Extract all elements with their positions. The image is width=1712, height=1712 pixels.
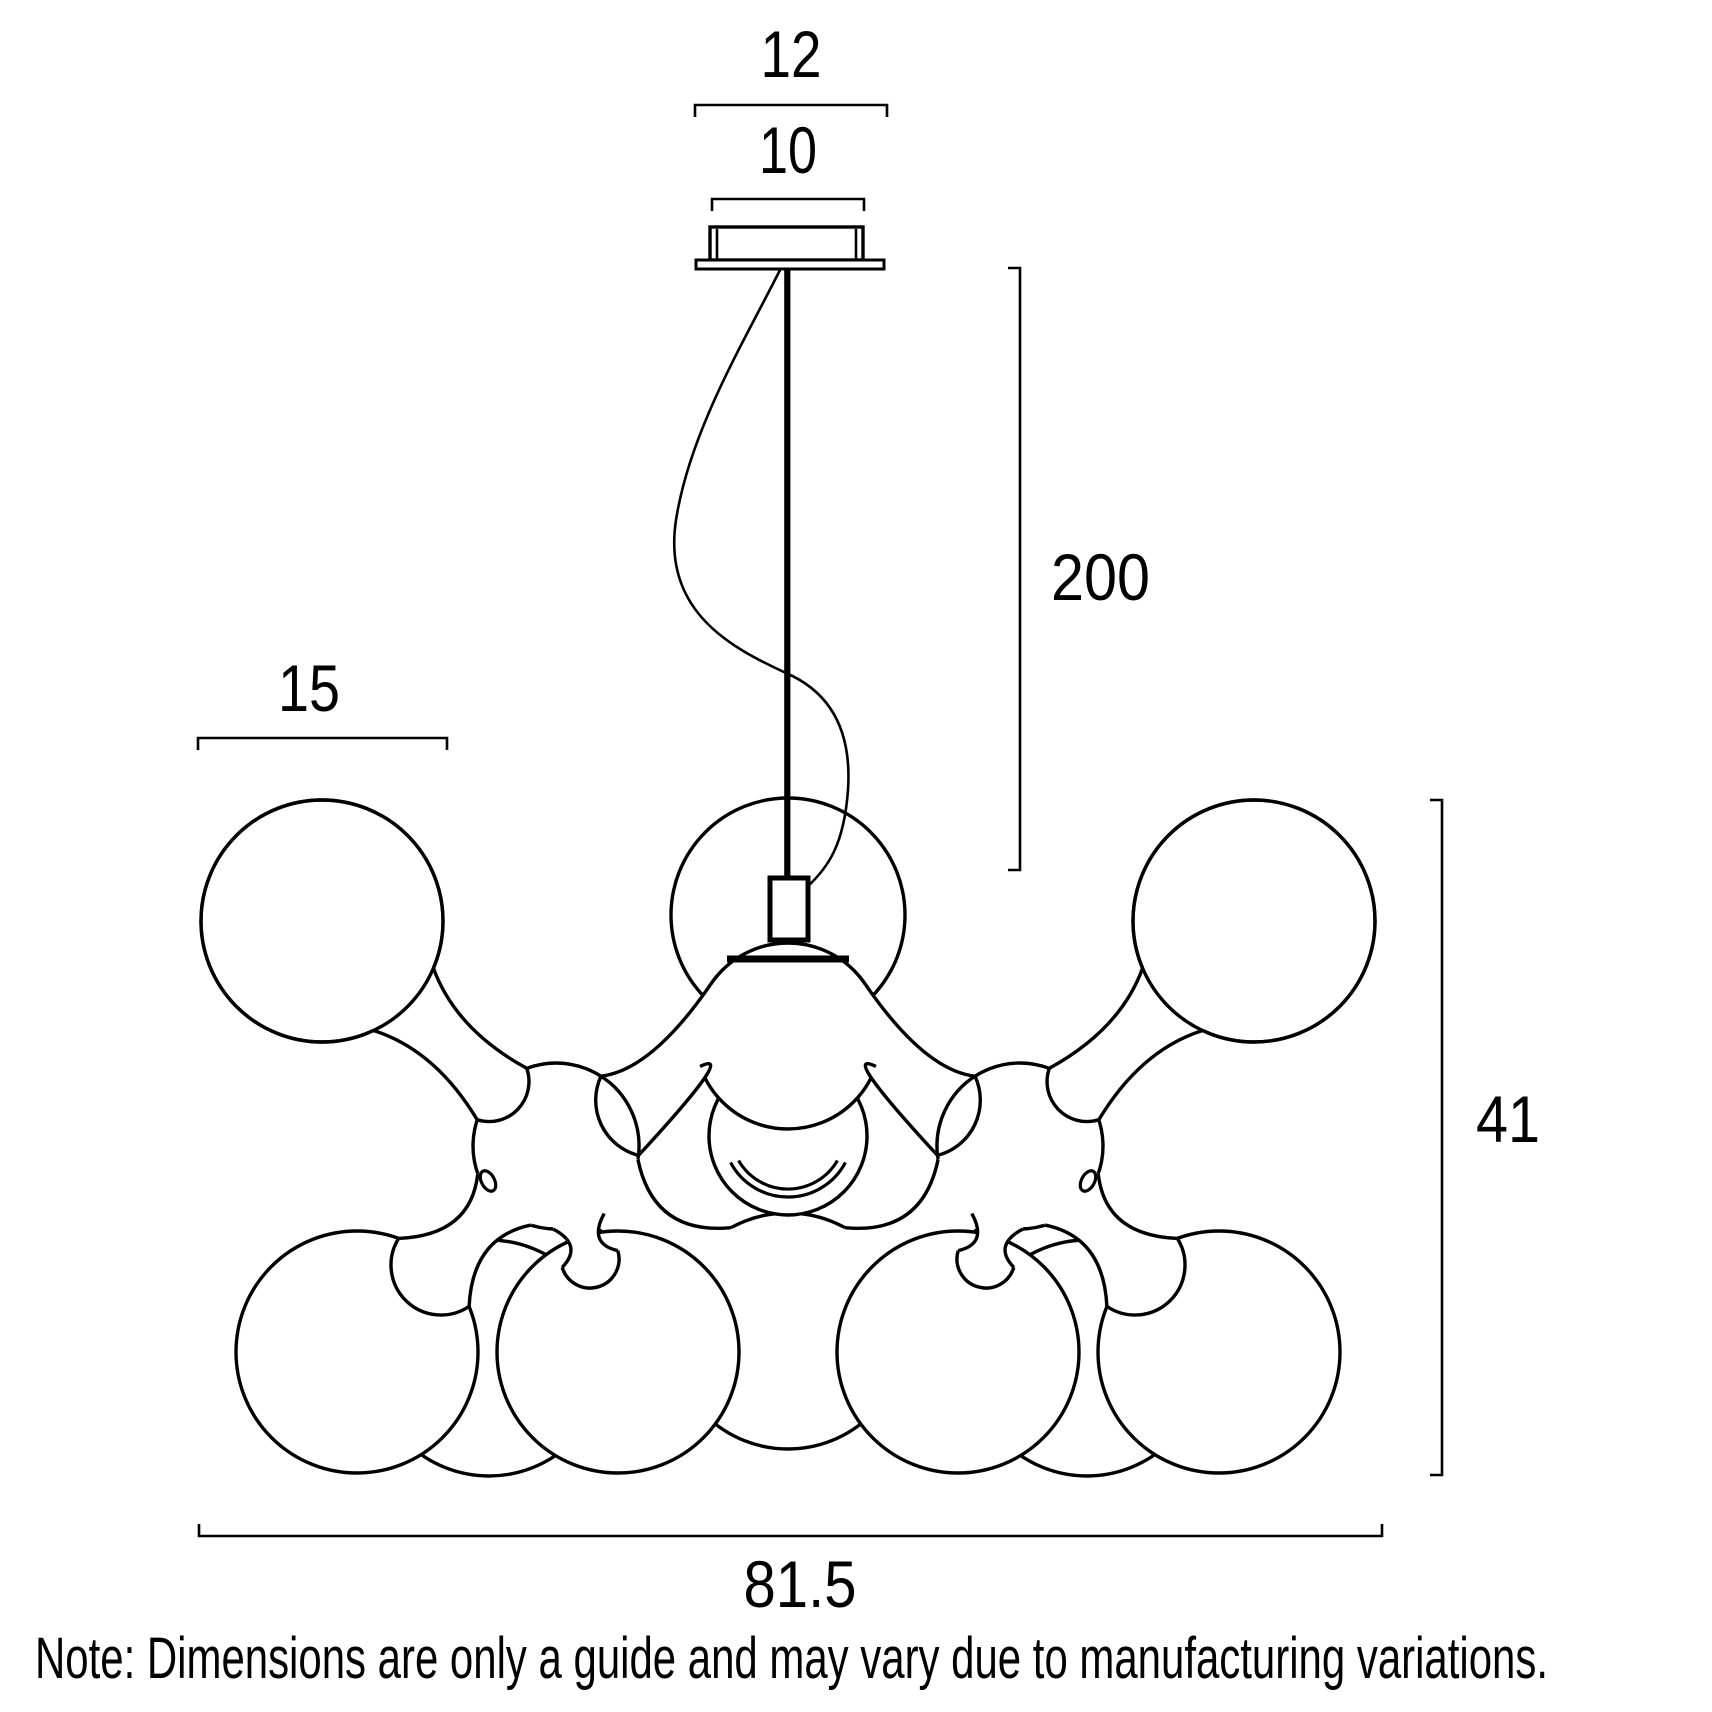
svg-text:81.5: 81.5 bbox=[744, 1547, 857, 1621]
svg-text:Note: Dimensions are only a gu: Note: Dimensions are only a guide and ma… bbox=[35, 1626, 1548, 1691]
svg-text:12: 12 bbox=[761, 17, 822, 91]
svg-text:10: 10 bbox=[759, 113, 817, 187]
svg-text:41: 41 bbox=[1476, 1082, 1540, 1156]
svg-text:15: 15 bbox=[278, 651, 340, 725]
svg-text:200: 200 bbox=[1051, 540, 1150, 614]
